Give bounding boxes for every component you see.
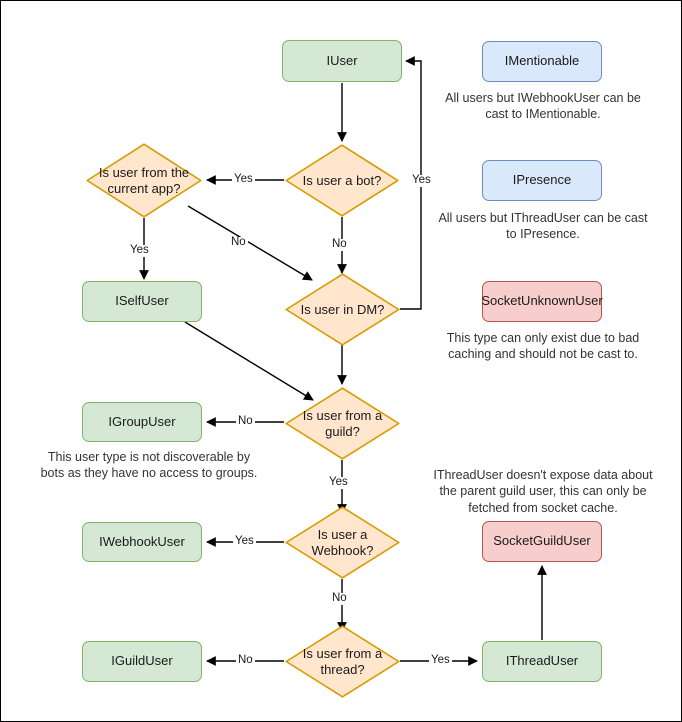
edge-label-thread-no: No (236, 654, 255, 667)
diamond-shape (86, 143, 202, 218)
node-iselfuser-label: ISelfUser (115, 293, 169, 309)
node-iuser[interactable]: IUser (282, 40, 402, 82)
node-iwebhookuser[interactable]: IWebhookUser (82, 522, 202, 562)
edge-label-app-yes: Yes (128, 244, 151, 257)
edge-label-app-no: No (229, 236, 248, 249)
decision-is-current-app-label: Is user from the current app? (98, 164, 190, 196)
edge-label-webhook-yes: Yes (233, 535, 256, 548)
decision-is-webhook-label: Is user a Webhook? (311, 526, 374, 558)
decision-is-webhook[interactable]: Is user a Webhook? (285, 506, 400, 579)
node-iuser-label: IUser (326, 52, 358, 68)
node-ithreaduser[interactable]: IThreadUser (482, 641, 602, 682)
node-igroupuser[interactable]: IGroupUser (82, 402, 202, 442)
edge-currentapp-no-to-isdm (187, 205, 313, 281)
diamond-shape (285, 387, 400, 460)
diamond-shape (285, 273, 400, 346)
diamond-shape (285, 625, 400, 698)
edge-label-bot-no: No (330, 238, 349, 251)
diamond-shape (285, 506, 400, 579)
note-igroupuser: This user type is not discoverable by bo… (40, 450, 258, 481)
node-iselfuser[interactable]: ISelfUser (82, 281, 202, 322)
edge-label-dm-yes: Yes (410, 174, 433, 187)
node-socketunknownuser[interactable]: SocketUnknownUser (481, 281, 603, 322)
node-igroupuser-label: IGroupUser (108, 413, 176, 429)
note-imentionable: All users but IWebhookUser can be cast t… (445, 91, 641, 122)
decision-is-current-app[interactable]: Is user from the current app? (86, 143, 202, 218)
node-iguilduser[interactable]: IGuildUser (82, 641, 202, 682)
edge-label-guild-no: No (236, 415, 255, 428)
edge-label-bot-yes: Yes (232, 173, 255, 186)
edge-label-guild-yes: Yes (327, 476, 350, 489)
decision-is-guild[interactable]: Is user from a guild? (285, 387, 400, 460)
node-imentionable[interactable]: IMentionable (482, 41, 602, 82)
decision-is-bot[interactable]: Is user a bot? (285, 144, 399, 217)
node-ipresence[interactable]: IPresence (482, 160, 602, 201)
decision-is-thread[interactable]: Is user from a thread? (285, 625, 400, 698)
edge-label-webhook-no: No (330, 592, 349, 605)
node-socketunknownuser-label: SocketUnknownUser (481, 293, 603, 309)
note-socketunknownuser: This type can only exist due to bad cach… (446, 331, 640, 362)
node-imentionable-label: IMentionable (504, 53, 580, 69)
decision-is-guild-label: Is user from a guild? (302, 407, 383, 439)
node-iwebhookuser-label: IWebhookUser (99, 533, 185, 549)
node-ipresence-label: IPresence (512, 172, 572, 188)
decision-is-dm-label: Is user in DM? (300, 301, 385, 317)
note-ipresence: All users but IThreadUser can be cast to… (438, 211, 648, 242)
note-ithreaduser: IThreadUser doesn't expose data about th… (433, 468, 653, 515)
decision-is-bot-label: Is user a bot? (302, 172, 382, 188)
node-iguilduser-label: IGuildUser (111, 653, 173, 669)
diamond-shape (285, 144, 399, 217)
node-socketguilduser[interactable]: SocketGuildUser (482, 521, 602, 562)
node-ithreaduser-label: IThreadUser (505, 653, 579, 669)
decision-is-thread-label: Is user from a thread? (302, 645, 383, 677)
decision-is-dm[interactable]: Is user in DM? (285, 273, 400, 346)
edge-label-thread-yes: Yes (429, 654, 452, 667)
node-socketguilduser-label: SocketGuildUser (493, 533, 591, 549)
